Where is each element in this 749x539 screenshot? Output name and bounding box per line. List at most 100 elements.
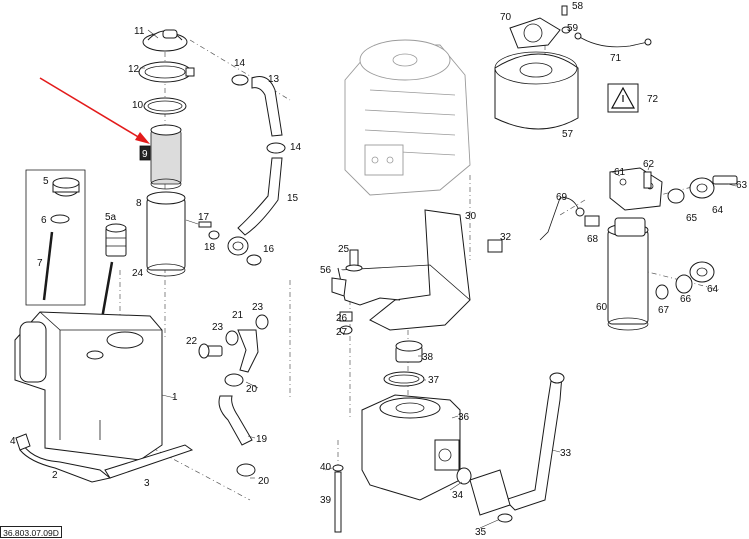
callout-68: 68 xyxy=(587,234,599,245)
flange-35[interactable] xyxy=(469,469,513,523)
callout-6: 6 xyxy=(41,215,47,226)
callout-23-top: 23 xyxy=(252,302,264,313)
callout-57: 57 xyxy=(562,129,574,140)
callout-4: 4 xyxy=(10,436,16,447)
callout-39: 39 xyxy=(320,495,332,506)
filter-cap-11[interactable] xyxy=(142,29,188,52)
callout-5: 5 xyxy=(43,176,49,187)
leader-lines xyxy=(140,29,737,529)
callout-71: 71 xyxy=(610,53,622,64)
part-32[interactable] xyxy=(487,239,503,253)
filter-element-9[interactable] xyxy=(139,124,182,190)
bracket-30[interactable] xyxy=(337,209,471,331)
filter-housing-8[interactable] xyxy=(146,191,186,277)
washer-66[interactable] xyxy=(675,274,693,294)
callout-30: 30 xyxy=(465,211,477,222)
bolt-39[interactable] xyxy=(334,471,342,533)
washer-40[interactable] xyxy=(332,464,344,472)
callout-8: 8 xyxy=(136,198,142,209)
clip-20-bottom[interactable] xyxy=(236,463,256,477)
o-ring-37[interactable] xyxy=(383,371,425,387)
washer-27[interactable] xyxy=(339,325,353,335)
callout-33: 33 xyxy=(560,448,572,459)
callout-66: 66 xyxy=(680,294,692,305)
washer-64-bottom[interactable] xyxy=(689,261,715,283)
washer-67[interactable] xyxy=(655,284,669,300)
callout-38: 38 xyxy=(422,352,434,363)
fan-70[interactable] xyxy=(509,17,561,49)
o-ring-34[interactable] xyxy=(456,467,472,485)
clip-20-top[interactable] xyxy=(224,373,244,387)
callout-18: 18 xyxy=(204,242,216,253)
filter-body-60[interactable] xyxy=(607,217,649,331)
callout-16: 16 xyxy=(263,244,275,255)
callout-64-top: 64 xyxy=(712,205,724,216)
callout-72: 72 xyxy=(647,94,659,105)
callout-40: 40 xyxy=(320,462,332,473)
pressure-pipe-33[interactable] xyxy=(504,372,565,511)
cable-71[interactable] xyxy=(574,32,652,48)
callout-26: 26 xyxy=(336,313,348,324)
clip-56[interactable] xyxy=(331,277,347,297)
bolt-63[interactable] xyxy=(712,175,738,185)
callout-59: 59 xyxy=(567,23,579,34)
breather-cap-5[interactable] xyxy=(52,177,80,197)
callout-14-bottom: 14 xyxy=(290,142,302,153)
oil-tank-1[interactable] xyxy=(14,311,163,461)
bolt-22[interactable] xyxy=(198,343,223,359)
callout-67: 67 xyxy=(658,305,670,316)
highlight-arrow xyxy=(39,77,150,144)
callout-58: 58 xyxy=(572,1,584,12)
callout-65: 65 xyxy=(686,213,698,224)
document-reference: 36.803.07.09D xyxy=(0,526,62,538)
clip-14-top[interactable] xyxy=(231,74,249,86)
callout-9: 9 xyxy=(142,149,148,160)
screw-58[interactable] xyxy=(561,5,568,16)
callout-5a: 5a xyxy=(105,212,117,223)
strap-3[interactable] xyxy=(104,444,194,479)
clamp-ring-12[interactable] xyxy=(138,61,195,83)
callout-62: 62 xyxy=(643,159,655,170)
callout-17: 17 xyxy=(198,212,210,223)
callout-labels: 11 12 10 9 8 5 6 7 5a 24 1 4 2 3 14 13 1… xyxy=(10,1,748,538)
washer-18[interactable] xyxy=(208,230,220,240)
callout-24: 24 xyxy=(132,268,144,279)
callout-3: 3 xyxy=(144,478,150,489)
clip-14-bottom[interactable] xyxy=(266,142,286,154)
callout-7: 7 xyxy=(37,258,43,269)
fan-cover-57[interactable] xyxy=(494,51,579,130)
washer-65[interactable] xyxy=(667,188,685,204)
screw-17[interactable] xyxy=(198,221,212,228)
washer-59[interactable] xyxy=(561,26,571,34)
stud-25[interactable] xyxy=(345,249,363,272)
callout-12: 12 xyxy=(128,64,140,75)
fitting-68[interactable] xyxy=(584,215,600,227)
washer-23-right[interactable] xyxy=(255,314,269,330)
nut-26[interactable] xyxy=(339,311,353,322)
pipe-69[interactable] xyxy=(539,197,585,241)
warning-label-72[interactable] xyxy=(607,83,639,113)
hose-15[interactable] xyxy=(237,157,283,236)
banjo-fitting-21[interactable] xyxy=(237,329,259,373)
washer-64-top[interactable] xyxy=(689,177,715,199)
callout-70: 70 xyxy=(500,12,512,23)
fitting-16[interactable] xyxy=(227,236,262,266)
bracket-4[interactable] xyxy=(15,433,31,451)
hose-19[interactable] xyxy=(218,395,253,446)
callout-13: 13 xyxy=(268,74,280,85)
hose-13[interactable] xyxy=(251,76,283,137)
coupling-38[interactable] xyxy=(395,340,423,363)
callout-60: 60 xyxy=(596,302,608,313)
seal-6[interactable] xyxy=(50,214,70,224)
dipstick-frame xyxy=(25,169,86,306)
plug-5a[interactable] xyxy=(105,223,127,257)
hydraulic-pump-36[interactable] xyxy=(361,394,461,501)
strap-2[interactable] xyxy=(19,439,112,483)
screw-62[interactable] xyxy=(643,171,652,189)
dipstick-7[interactable] xyxy=(42,231,54,301)
callout-22: 22 xyxy=(186,336,198,347)
callout-69: 69 xyxy=(556,192,568,203)
washer-23-left[interactable] xyxy=(225,330,239,346)
o-ring-10[interactable] xyxy=(143,97,187,115)
